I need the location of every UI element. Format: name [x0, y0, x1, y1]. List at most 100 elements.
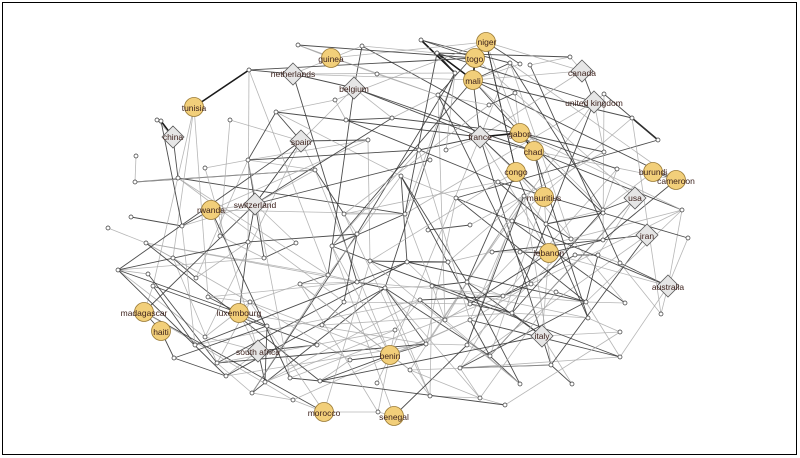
- network-edge: [204, 167, 259, 352]
- small-node: [193, 275, 199, 281]
- node-label-togo: togo: [467, 54, 484, 64]
- network-edge: [602, 93, 605, 241]
- network-edge: [254, 203, 297, 244]
- node-label-france: france: [468, 132, 492, 142]
- node-haiti-circle: [151, 321, 171, 341]
- network-edge: [474, 57, 636, 199]
- small-node: [487, 353, 493, 359]
- network-edge: [497, 181, 689, 239]
- small-node: [214, 360, 220, 366]
- small-node: [347, 357, 353, 363]
- small-node: [375, 409, 381, 415]
- small-node: [128, 214, 134, 220]
- network-edge: [437, 94, 446, 321]
- small-node: [509, 310, 515, 316]
- node-mauritius-circle: [534, 187, 554, 207]
- node-south-africa-diamond: [246, 339, 270, 363]
- network-edge: [545, 209, 604, 225]
- small-node: [486, 102, 492, 108]
- network-edge: [545, 212, 604, 225]
- small-node: [442, 317, 448, 323]
- small-node: [150, 283, 156, 289]
- network-edge: [530, 209, 683, 285]
- small-node: [171, 355, 177, 361]
- network-edge: [511, 220, 669, 287]
- small-node: [583, 299, 589, 305]
- small-node: [553, 289, 559, 295]
- network-edge: [292, 73, 355, 89]
- small-node: [548, 362, 554, 368]
- network-edge: [356, 281, 386, 289]
- small-node: [317, 378, 323, 384]
- small-node: [154, 117, 160, 123]
- network-edge: [323, 260, 371, 413]
- network-edge: [343, 301, 471, 305]
- network-edge: [384, 287, 491, 357]
- network-edge: [264, 299, 421, 383]
- small-node: [601, 149, 607, 155]
- network-edge: [297, 44, 476, 59]
- small-node: [295, 42, 301, 48]
- node-chad-circle: [524, 141, 544, 161]
- network-edge: [251, 287, 386, 394]
- network-edge: [384, 287, 427, 345]
- small-node: [341, 211, 347, 217]
- network-edge: [297, 44, 439, 96]
- node-label-senegal: senegal: [379, 412, 409, 422]
- node-label-canada: canada: [568, 68, 596, 78]
- small-node: [434, 50, 440, 56]
- network-edge: [404, 213, 446, 321]
- small-node: [170, 255, 176, 261]
- small-node: [614, 166, 620, 172]
- small-node: [507, 60, 513, 66]
- network-edge: [345, 117, 393, 121]
- network-edge: [369, 260, 521, 385]
- node-australia-diamond: [656, 274, 680, 298]
- small-node: [245, 239, 251, 245]
- node-rwanda-circle: [201, 200, 221, 220]
- small-node: [500, 293, 506, 299]
- node-label-united-kingdom: united kingdom: [565, 98, 623, 108]
- network-edge: [619, 262, 662, 315]
- network-edge: [585, 209, 683, 303]
- node-label-australia: australia: [652, 282, 684, 292]
- node-label-china: china: [163, 132, 184, 142]
- network-edge: [587, 317, 621, 333]
- small-node: [133, 153, 139, 159]
- small-node: [319, 322, 325, 328]
- small-node: [245, 157, 251, 163]
- network-edge: [519, 132, 683, 211]
- small-node: [443, 147, 449, 153]
- node-label-iran: iran: [640, 231, 654, 241]
- network-edge: [585, 301, 626, 304]
- node-united-kingdom-diamond: [582, 90, 606, 114]
- network-edge: [472, 79, 633, 119]
- network-edge: [300, 87, 355, 142]
- small-node: [467, 301, 473, 307]
- network-edge: [292, 72, 456, 75]
- node-niger-circle: [476, 32, 496, 52]
- network-edge: [447, 195, 525, 263]
- network-edge: [249, 301, 391, 356]
- network-edge: [469, 319, 491, 357]
- network-edge: [425, 343, 468, 346]
- network-edge: [216, 362, 253, 394]
- node-label-spain: spain: [291, 137, 312, 147]
- network-edge: [472, 79, 677, 181]
- node-morocco-circle: [314, 402, 334, 422]
- network-edge: [195, 241, 249, 279]
- network-edge: [393, 344, 468, 417]
- small-node: [262, 379, 268, 385]
- network-edge: [254, 169, 316, 205]
- network-edge: [343, 213, 431, 397]
- small-node: [105, 225, 111, 231]
- small-node: [418, 37, 424, 43]
- network-edge: [369, 260, 513, 314]
- small-node: [658, 311, 664, 317]
- node-spain-diamond: [289, 129, 313, 153]
- network-edge: [429, 285, 433, 397]
- node-congo-circle: [506, 162, 526, 182]
- network-edge: [145, 242, 358, 283]
- small-node: [445, 259, 451, 265]
- network-edge: [459, 295, 504, 369]
